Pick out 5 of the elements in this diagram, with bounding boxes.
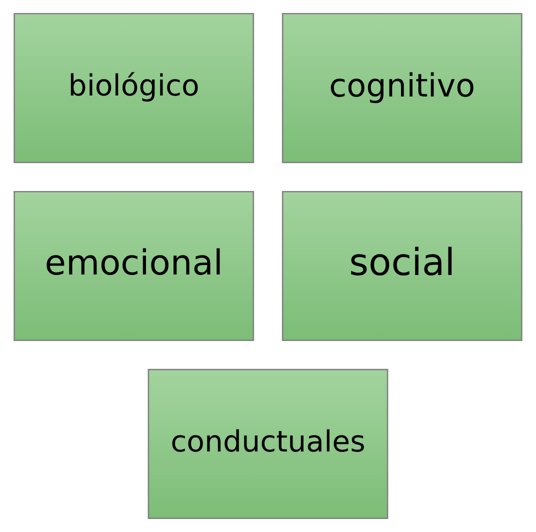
node-box: social	[282, 190, 522, 342]
node-box: cognitivo	[282, 12, 522, 164]
node-box: conductuales	[148, 368, 388, 520]
node-box: emocional	[14, 190, 254, 342]
node-box: biológico	[14, 12, 254, 164]
